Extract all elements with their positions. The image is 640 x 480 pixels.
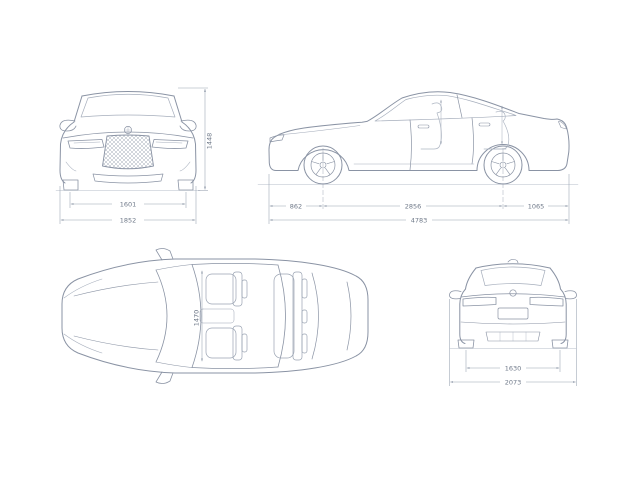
- taillight-side: [558, 120, 567, 130]
- front-view: 1601 1852 1448: [48, 80, 218, 234]
- rear-view-drawing: 1630 2073: [449, 258, 577, 386]
- top-car-outline: [61, 248, 369, 384]
- dim-rear-width-label: 2073: [505, 378, 522, 386]
- silhouette: [268, 91, 570, 171]
- rear-dimension-lines: [449, 299, 577, 386]
- top-view-drawing: 1470: [61, 248, 369, 384]
- rear-door-line: [471, 117, 474, 165]
- right-mirror-top: [155, 371, 174, 384]
- right-wheel-rear: [551, 339, 569, 349]
- dim-overall-length-label: 4783: [411, 216, 428, 224]
- front-dimension-lines: [59, 87, 208, 224]
- front-car-outline: [55, 91, 201, 191]
- dim-rear-overhang-label: 1065: [528, 202, 545, 210]
- bmw-roundel-icon-rear: [509, 289, 517, 297]
- body-outline: [61, 258, 369, 374]
- side-car-outline: [257, 91, 579, 185]
- right-wheel: [177, 179, 194, 191]
- beltline-rear: [460, 293, 566, 298]
- side-view-drawing: 862 2856 1065 4783: [257, 91, 579, 224]
- rear-car-outline: [449, 258, 577, 349]
- dim-wheelbase-label: 2856: [405, 202, 422, 210]
- right-mirror-rear: [564, 290, 577, 300]
- roof-edge-right: [191, 366, 279, 369]
- top-view: 1470: [50, 246, 380, 400]
- rear-door-handle: [478, 122, 491, 127]
- left-mirror-rear: [449, 290, 462, 300]
- windshield-base: [155, 269, 168, 363]
- side-dimension-lines: [268, 148, 570, 224]
- hood-crease-right: [73, 335, 159, 351]
- dim-front-track-label: 1601: [120, 200, 137, 208]
- headlight-side: [269, 134, 285, 143]
- right-headlight: [151, 139, 189, 149]
- license-plate: [497, 307, 529, 320]
- lower-intake: [92, 173, 164, 184]
- front-view-drawing: 1601 1852 1448: [55, 87, 214, 224]
- interior-dim-lines: [440, 99, 503, 145]
- hood-crease-left: [73, 281, 159, 297]
- roof-rear-edge: [277, 264, 286, 368]
- left-headlight: [67, 139, 105, 149]
- left-taillight: [462, 296, 497, 307]
- rear-roof: [475, 263, 551, 269]
- bumper-crease: [460, 321, 566, 325]
- front-door-line: [409, 119, 412, 171]
- windshield: [80, 93, 176, 118]
- rear-window: [480, 266, 546, 286]
- kidney-grille: [102, 134, 154, 170]
- b-pillar: [456, 94, 463, 118]
- antenna-fin: [507, 258, 519, 264]
- roof-edge-left: [191, 263, 279, 266]
- dim-interior-width-label: 1470: [193, 310, 201, 327]
- diffuser: [485, 331, 541, 342]
- windshield-top: [191, 264, 202, 368]
- dim-front-overhang-label: 862: [290, 202, 302, 210]
- right-mirror: [179, 119, 197, 132]
- dim-front-width-label: 1852: [120, 216, 137, 224]
- interior-seats-ghost: [420, 102, 510, 150]
- side-glass: [374, 94, 517, 122]
- center-console: [199, 308, 235, 324]
- left-mirror: [59, 119, 77, 132]
- left-mirror-top: [155, 248, 174, 261]
- dim-rear-track-label: 1630: [505, 364, 522, 372]
- rear-view: 1630 2073: [438, 246, 588, 400]
- front-door-handle: [417, 124, 430, 129]
- trunk-edge: [346, 281, 352, 351]
- side-view: 862 2856 1065 4783: [248, 64, 588, 238]
- dim-front-height-label: 1448: [206, 133, 214, 150]
- left-wheel-rear: [457, 339, 475, 349]
- seats-top: [199, 271, 308, 361]
- right-taillight: [529, 296, 564, 307]
- front-roof: [81, 91, 175, 97]
- left-wheel: [62, 179, 79, 191]
- rear-window-base: [311, 272, 319, 360]
